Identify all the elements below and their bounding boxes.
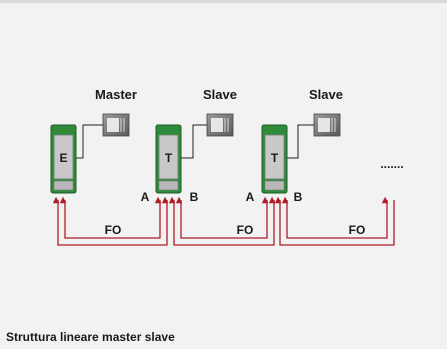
module-slave-1: T xyxy=(155,124,182,194)
link-label-1: FO xyxy=(105,223,122,237)
port-label-b-2: B xyxy=(294,190,303,204)
top-border xyxy=(0,0,447,3)
fiber-link-1 xyxy=(52,196,169,246)
role-label-master: Master xyxy=(95,87,137,102)
diagram-caption: Struttura lineare master slave xyxy=(6,330,175,344)
port-label-a-1: A xyxy=(141,190,150,204)
module-letter-slave-1: T xyxy=(165,151,173,165)
pc-link-master xyxy=(75,124,103,159)
module-master: E xyxy=(50,124,77,194)
pc-link-slave-2 xyxy=(287,124,314,159)
port-label-b-1: B xyxy=(190,190,199,204)
role-label-slave-2: Slave xyxy=(309,87,343,102)
pc-icon-master xyxy=(102,113,130,137)
pc-icon-slave-2 xyxy=(313,113,341,137)
link-label-2: FO xyxy=(237,223,254,237)
role-label-slave-1: Slave xyxy=(203,87,237,102)
pc-link-slave-1 xyxy=(181,124,207,159)
module-letter-slave-2: T xyxy=(271,151,279,165)
continuation-dots: ....... xyxy=(380,157,403,171)
module-letter-master: E xyxy=(59,151,67,165)
fiber-link-2 xyxy=(168,196,276,246)
port-label-a-2: A xyxy=(246,190,255,204)
pc-icon-slave-1 xyxy=(206,113,234,137)
link-label-3: FO xyxy=(349,223,366,237)
module-slave-2: T xyxy=(261,124,288,194)
fiber-link-3 xyxy=(274,196,395,246)
